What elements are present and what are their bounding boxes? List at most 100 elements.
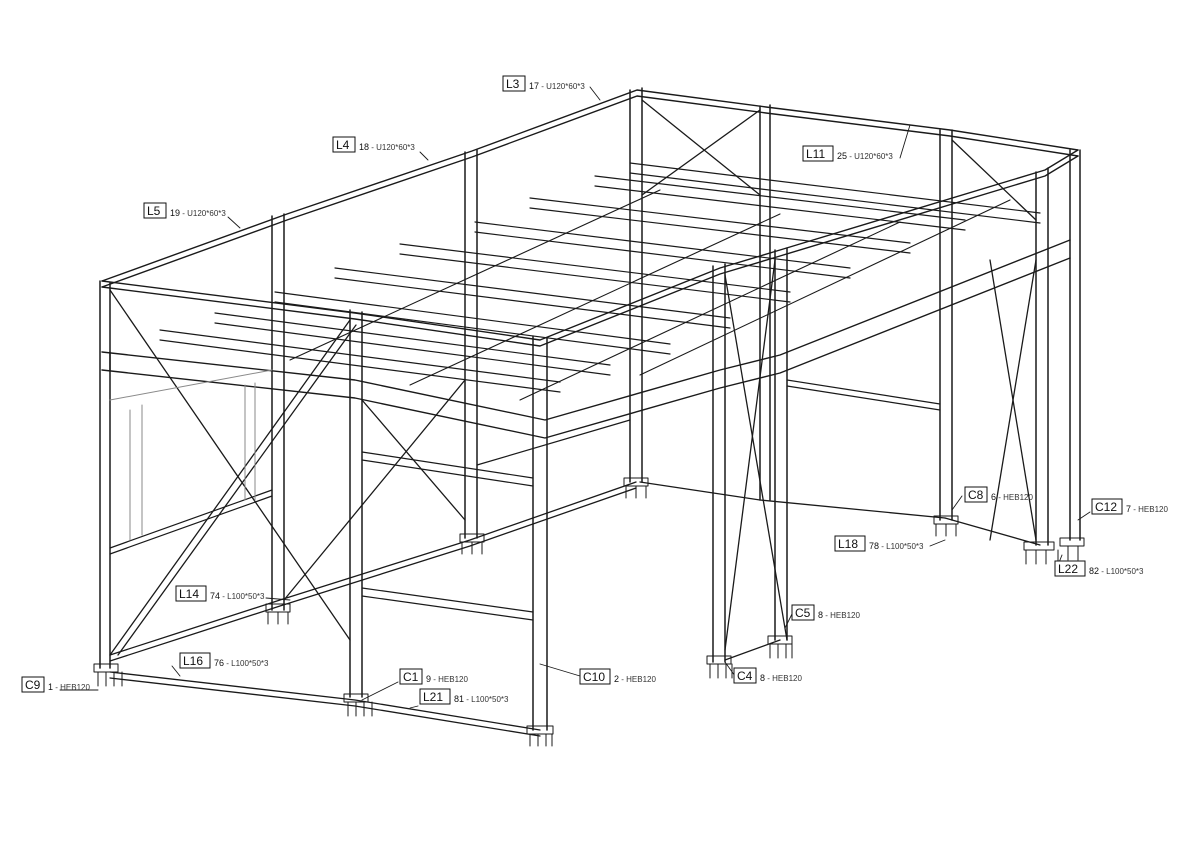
callout-box <box>175 585 207 602</box>
callout-id: L3 <box>506 77 520 91</box>
callout-spec: 19 - U120*60*3 <box>170 208 226 218</box>
callout-mark: 6 <box>991 492 996 502</box>
callout-id: L4 <box>336 138 350 152</box>
callout-l5: L5 19 - U120*60*3 <box>143 202 226 219</box>
callout-box <box>21 676 45 693</box>
mid-rails <box>109 379 941 621</box>
callout-profile: U120*60*3 <box>376 143 415 152</box>
callout-mark: 1 <box>48 682 53 692</box>
top-perimeter <box>101 89 1079 347</box>
callout-id: L18 <box>838 537 858 551</box>
callout-profile: L100*50*3 <box>1106 567 1144 576</box>
callout-id: L11 <box>806 147 825 161</box>
steel-frame <box>59 86 1091 747</box>
callout-spec: 7 - HEB120 <box>1126 504 1168 514</box>
callout-spec: 8 - HEB120 <box>760 673 802 683</box>
callout-l14: L14 74 - L100*50*3 <box>175 585 265 602</box>
callout-box <box>834 535 866 552</box>
callout-box <box>502 75 526 92</box>
callout-profile: U120*60*3 <box>854 152 893 161</box>
callout-spec: 17 - U120*60*3 <box>529 81 585 91</box>
callout-id: C8 <box>968 488 984 502</box>
callout-mark: 2 <box>614 674 619 684</box>
callout-l22: L22 82 - L100*50*3 <box>1054 560 1144 577</box>
callout-c5: C5 8 - HEB120 <box>791 604 860 621</box>
callout-l4: L4 18 - U120*60*3 <box>332 136 415 153</box>
callout-id: C1 <box>403 670 419 684</box>
callout-profile: HEB120 <box>60 683 90 692</box>
base-ties <box>109 481 1041 737</box>
callout-profile: HEB120 <box>626 675 656 684</box>
callout-profile: HEB120 <box>1003 493 1033 502</box>
callout-id: L14 <box>179 587 199 601</box>
callout-mark: 8 <box>818 610 823 620</box>
callout-spec: 78 - L100*50*3 <box>869 541 924 551</box>
callout-mark: 17 <box>529 81 539 91</box>
callout-id: L21 <box>423 690 443 704</box>
callout-c4: C4 8 - HEB120 <box>733 667 802 684</box>
cross-bracing <box>109 99 1037 656</box>
floor-joists <box>159 162 1041 393</box>
callout-mark: 7 <box>1126 504 1131 514</box>
callout-spec: 74 - L100*50*3 <box>210 591 265 601</box>
callout-spec: 8 - HEB120 <box>818 610 860 620</box>
callout-id: C5 <box>795 606 811 620</box>
callout-box <box>419 688 451 705</box>
callout-mark: 19 <box>170 208 180 218</box>
base-plates <box>93 477 1085 735</box>
callout-c8: C8 6 - HEB120 <box>964 486 1033 503</box>
callout-spec: 2 - HEB120 <box>614 674 656 684</box>
callout-box <box>1091 498 1123 515</box>
leader-lines <box>59 86 1091 709</box>
callout-profile: L100*50*3 <box>471 695 509 704</box>
callout-mark: 25 <box>837 151 847 161</box>
callout-id: L16 <box>183 654 203 668</box>
anchor-bolts <box>97 485 1079 747</box>
callout-profile: L100*50*3 <box>227 592 265 601</box>
callout-spec: 18 - U120*60*3 <box>359 142 415 152</box>
callout-id: L5 <box>147 204 161 218</box>
callout-l3: L3 17 - U120*60*3 <box>502 75 585 92</box>
callout-spec: 9 - HEB120 <box>426 674 468 684</box>
floor-beams-front <box>101 239 1071 439</box>
callout-profile: HEB120 <box>1138 505 1168 514</box>
callout-profile: L100*50*3 <box>886 542 924 551</box>
callout-profile: HEB120 <box>830 611 860 620</box>
callout-profile: U120*60*3 <box>546 82 585 91</box>
callout-box <box>332 136 356 153</box>
callout-profile: HEB120 <box>772 674 802 683</box>
callout-mark: 81 <box>454 694 464 704</box>
callout-spec: 81 - L100*50*3 <box>454 694 509 704</box>
callout-mark: 8 <box>760 673 765 683</box>
callout-box <box>802 145 834 162</box>
callout-box <box>143 202 167 219</box>
callout-l21: L21 81 - L100*50*3 <box>419 688 509 705</box>
callout-box <box>399 668 423 685</box>
callout-profile: HEB120 <box>438 675 468 684</box>
back-wall <box>109 369 273 541</box>
callout-mark: 82 <box>1089 566 1099 576</box>
callout-mark: 76 <box>214 658 224 668</box>
callout-spec: 82 - L100*50*3 <box>1089 566 1144 576</box>
callout-id: L22 <box>1058 562 1078 576</box>
callout-spec: 25 - U120*60*3 <box>837 151 893 161</box>
callout-profile: U120*60*3 <box>187 209 226 218</box>
callout-spec: 6 - HEB120 <box>991 492 1033 502</box>
callout-box <box>733 667 757 684</box>
callout-box <box>964 486 988 503</box>
callout-spec: 1 - HEB120 <box>48 682 90 692</box>
callout-mark: 78 <box>869 541 879 551</box>
callout-mark: 18 <box>359 142 369 152</box>
callout-c1: C1 9 - HEB120 <box>399 668 468 685</box>
callout-l18: L18 78 - L100*50*3 <box>834 535 924 552</box>
callout-id: C10 <box>583 670 605 684</box>
callout-mark: 74 <box>210 591 220 601</box>
callout-box <box>1054 560 1086 577</box>
stringers <box>289 189 1011 401</box>
callout-id: C4 <box>737 669 753 683</box>
callout-box <box>791 604 815 621</box>
callout-profile: L100*50*3 <box>231 659 269 668</box>
